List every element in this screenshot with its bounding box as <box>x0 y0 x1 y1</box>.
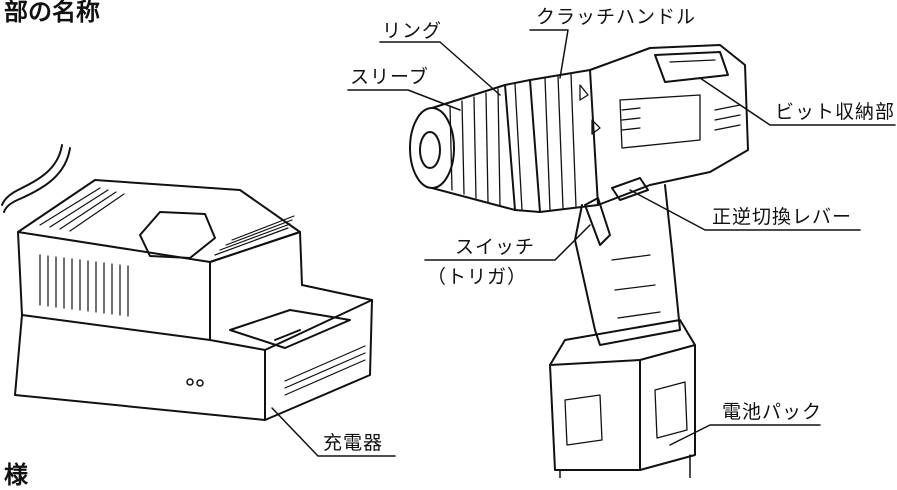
charger-illustration <box>1 144 396 457</box>
charger-cord <box>1 144 63 206</box>
charger-upper-front <box>17 231 211 341</box>
charger-leader <box>271 407 396 457</box>
label-switch: スイッチ <box>455 236 536 258</box>
label-charger: 充電器 <box>323 432 384 454</box>
drill-sleeve <box>431 84 516 211</box>
switch-leader <box>424 224 591 261</box>
battery-leader <box>669 424 821 446</box>
chuck-face <box>409 107 455 189</box>
ring-leader <box>379 41 501 96</box>
reverse-lever-leader <box>629 189 861 231</box>
charger-base <box>14 284 373 421</box>
label-clutch-handle: クラッチハンドル <box>536 6 697 28</box>
clutch-leader <box>529 29 569 79</box>
label-trigger: （トリガ） <box>427 266 528 288</box>
drill-illustration <box>347 29 896 478</box>
label-bit-storage: ビット収納部 <box>775 101 896 123</box>
label-battery-pack: 電池パック <box>722 401 823 423</box>
drill-trigger <box>584 197 611 246</box>
drill-housing <box>589 44 749 206</box>
battery-pack <box>549 319 696 471</box>
charger-cord-2 <box>3 147 71 213</box>
label-reverse-lever: 正逆切換レバー <box>712 206 853 228</box>
bit-storage-leader <box>699 77 896 126</box>
heading-bottom: 様 <box>4 461 28 489</box>
label-sleeve: スリーブ <box>350 66 429 88</box>
drill-clutch <box>529 69 599 213</box>
bit-storage <box>654 51 729 83</box>
line-drawing <box>1 29 896 478</box>
charger-socket <box>139 211 216 259</box>
label-ring: リング <box>382 20 443 42</box>
drill-ring <box>504 79 541 213</box>
sleeve-leader <box>347 89 461 111</box>
heading-top: 部の名称 <box>4 0 100 26</box>
reverse-lever <box>611 177 649 201</box>
